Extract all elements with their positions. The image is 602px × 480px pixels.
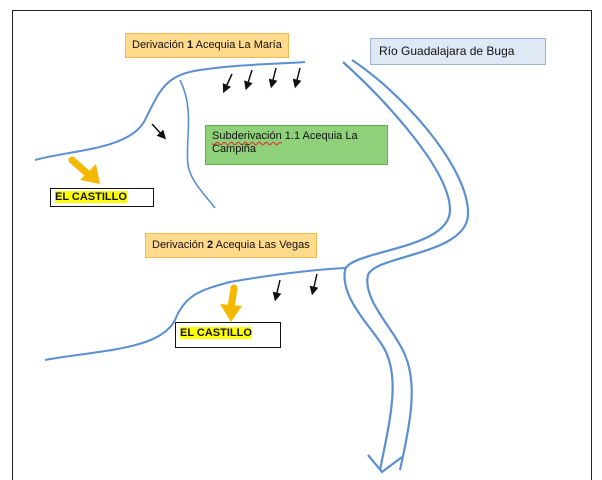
diagram-frame [12, 10, 592, 480]
derivacion-2-prefix: Derivación [152, 239, 208, 251]
castillo-pointer-arrow-bottom [220, 284, 242, 322]
derivacion-1-suffix: Acequia La María [193, 39, 282, 51]
label-castillo-bottom: EL CASTILLO [175, 322, 281, 348]
flow-arrow [268, 67, 278, 89]
label-rio: Río Guadalajara de Buga [370, 38, 546, 65]
flow-arrow [244, 69, 253, 91]
river-arrowhead [367, 454, 403, 474]
derivacion-2-suffix: Acequia Las Vegas [213, 239, 310, 251]
flow-arrow [151, 123, 167, 140]
flow-arrow [292, 67, 302, 89]
derivacion-2-number: 2 [207, 239, 214, 251]
castillo-pointer-arrow-top [68, 156, 100, 184]
rio-name: Río Guadalajara de Buga [379, 44, 515, 58]
subderivacion-channel [179, 79, 216, 209]
flow-arrow [222, 73, 233, 94]
label-derivacion-2: Derivación 2 Acequia Las Vegas [145, 233, 317, 258]
river-right-bank [351, 59, 470, 471]
river-left-bank [342, 61, 452, 471]
derivacion-1-prefix: Derivación [132, 39, 188, 51]
flow-arrow [309, 273, 319, 296]
subderivacion-word: Subderivación [212, 130, 282, 142]
derivacion-1-channel [34, 61, 306, 161]
derivacion-2-channel [44, 267, 346, 361]
castillo-bottom-text: EL CASTILLO [180, 327, 252, 339]
derivacion-1-number: 1 [187, 39, 194, 51]
label-castillo-top: EL CASTILLO [50, 188, 154, 207]
flow-arrow [272, 279, 282, 302]
subderivacion-rest: 1.1 Acequia La Campiña [212, 130, 358, 155]
label-subderivacion: Subderivación 1.1 Acequia La Campiña [205, 125, 388, 165]
label-derivacion-1: Derivación 1 Acequia La María [125, 33, 289, 58]
castillo-top-text: EL CASTILLO [55, 191, 127, 203]
